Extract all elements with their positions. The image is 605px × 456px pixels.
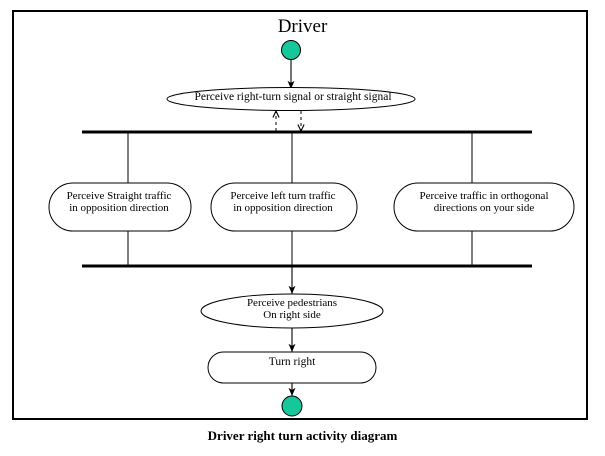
diagram-caption: Driver right turn activity diagram — [207, 428, 398, 443]
diagram-frame — [12, 10, 588, 420]
actor-title: Driver — [277, 16, 328, 37]
